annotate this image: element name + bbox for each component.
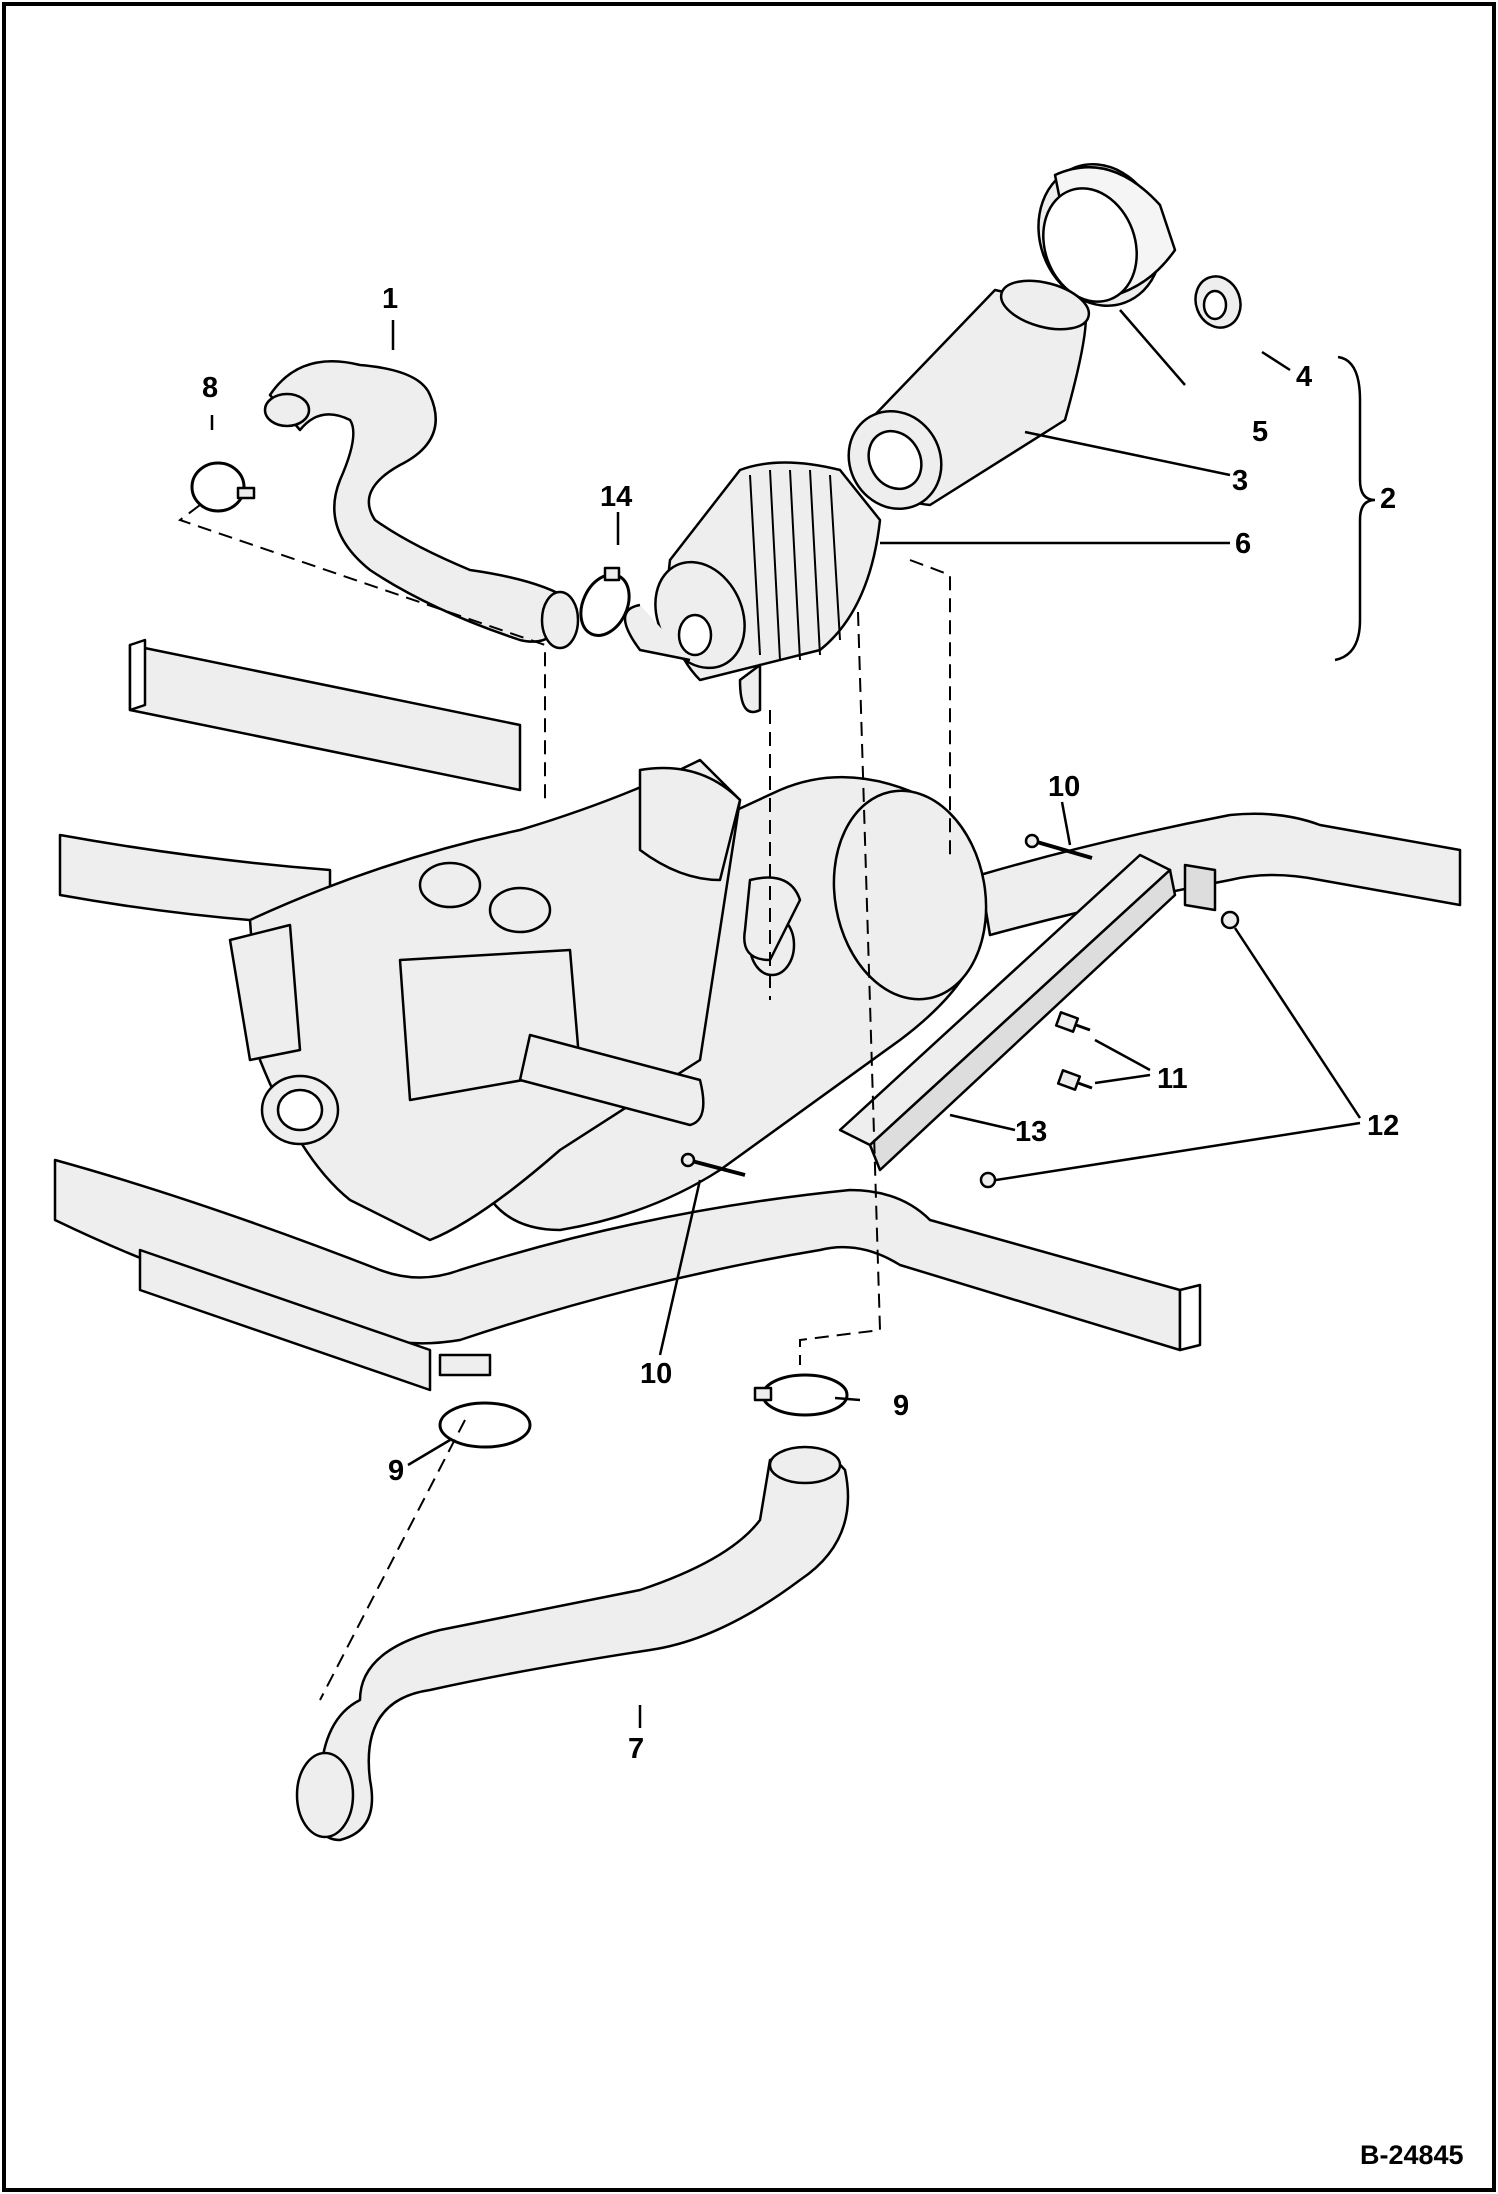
figure-id: B-24845 <box>1360 2140 1464 2170</box>
callout-11: 11 <box>1157 1063 1188 1095</box>
callout-3: 3 <box>1232 465 1249 497</box>
callout-10-upper: 10 <box>1048 771 1081 803</box>
air-cleaner-housing <box>623 461 882 714</box>
hose-clamp-14 <box>579 566 631 637</box>
frame-rail-lower <box>53 1158 1202 1392</box>
bolt-11-upper <box>1054 1011 1091 1033</box>
callout-2: 2 <box>1380 483 1397 515</box>
frame-rail-rear <box>128 638 522 792</box>
hose-clamp-9-right <box>753 1373 849 1417</box>
callout-6: 6 <box>1235 528 1252 560</box>
crossmember <box>838 853 1177 1172</box>
bolt-11-lower <box>1056 1069 1093 1091</box>
evacuator-valve <box>1194 275 1242 329</box>
assembly-dash-lines <box>177 504 951 1701</box>
intake-hose <box>263 360 580 650</box>
engine <box>228 758 742 1242</box>
callout-4: 4 <box>1296 361 1313 393</box>
callout-5: 5 <box>1252 416 1269 448</box>
nut-12-upper <box>1183 863 1240 930</box>
tailpipe <box>743 876 802 962</box>
leader-lines <box>210 309 1376 1728</box>
callout-9-right: 9 <box>893 1390 910 1422</box>
lower-hose <box>295 1445 850 1842</box>
callout-13: 13 <box>1015 1116 1048 1148</box>
hose-clamp-9-left <box>438 1353 532 1449</box>
bolt-10-lower <box>680 1152 746 1177</box>
air-cleaner-cover <box>1037 163 1177 307</box>
callout-10-lower: 10 <box>640 1358 673 1390</box>
bolt-10-upper <box>1024 833 1093 860</box>
callout-12: 12 <box>1367 1110 1400 1142</box>
callout-1: 1 <box>382 283 399 315</box>
callout-14: 14 <box>600 481 633 513</box>
filter-element <box>847 279 1091 511</box>
hose-clamp-8 <box>190 461 256 513</box>
callout-9-left: 9 <box>388 1455 405 1487</box>
callout-7: 7 <box>628 1733 645 1765</box>
callout-8: 8 <box>202 372 219 404</box>
nut-12-lower <box>979 1171 997 1189</box>
